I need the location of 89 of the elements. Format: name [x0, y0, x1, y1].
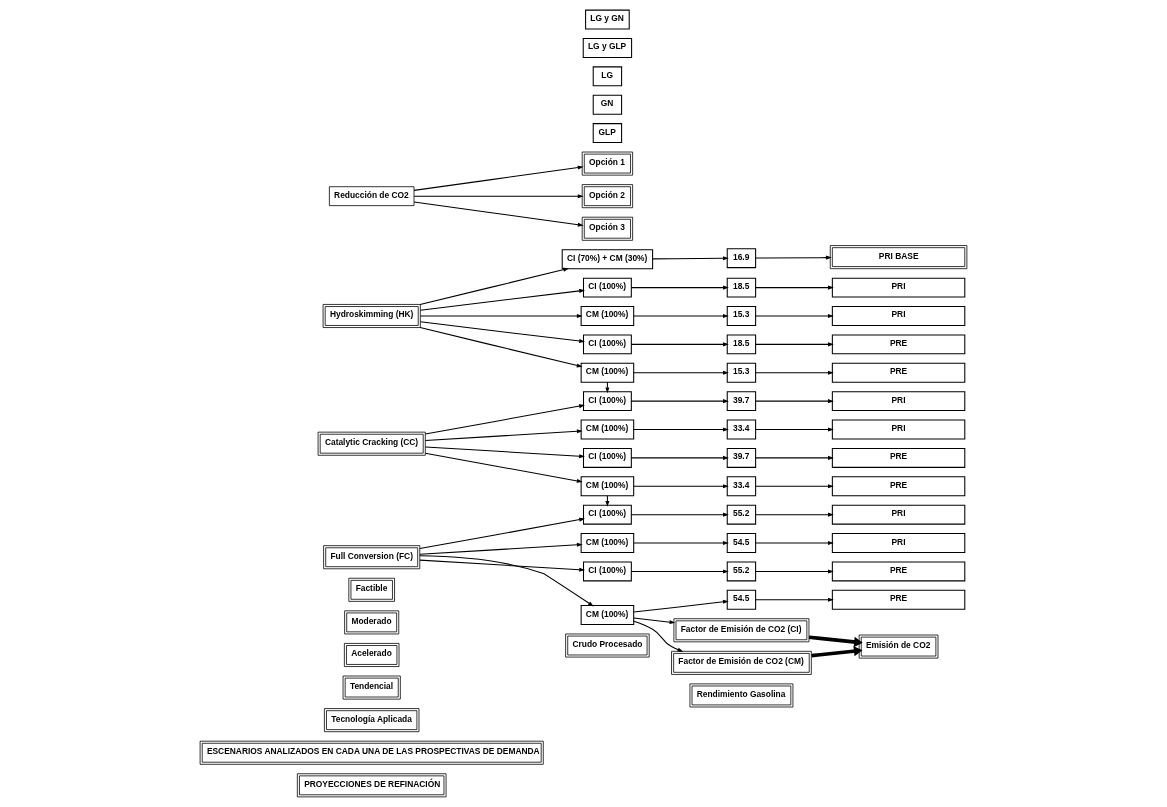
arrow [413, 194, 584, 199]
node-box: PRE [831, 334, 966, 355]
arrow [755, 569, 834, 574]
arrow [419, 267, 570, 305]
node-box: PRE [831, 476, 966, 497]
node-box: LG y GLP [582, 37, 633, 58]
arrow [424, 452, 583, 483]
arrow [633, 313, 729, 319]
node-box: GLP [592, 123, 623, 144]
node-box: PRE [831, 589, 966, 610]
arrow [755, 597, 834, 602]
arrow [413, 201, 584, 227]
arrow [633, 370, 729, 375]
node-box: 55.2 [726, 561, 757, 582]
arrow [413, 165, 584, 191]
arrow [419, 555, 594, 607]
arrow [419, 327, 583, 368]
node-box: 18.5 [726, 334, 757, 355]
arrow [755, 512, 834, 517]
node-box: Reducción de CO2 [329, 186, 415, 207]
node-box: CI (100%) [582, 391, 632, 412]
arrow [630, 569, 729, 574]
node-box: CM (100%) [580, 533, 635, 554]
node-box: PRE [831, 447, 966, 468]
node-box: LG y GN [585, 9, 630, 30]
arrow [755, 455, 834, 460]
node-box: PRI [831, 391, 966, 412]
node-box: 39.7 [726, 391, 757, 412]
arrow [633, 617, 676, 625]
arrow [755, 342, 834, 347]
arrow [755, 255, 832, 260]
arrow [424, 446, 585, 459]
node-box: 55.2 [726, 504, 757, 525]
arrow [419, 313, 583, 319]
arrow [419, 559, 586, 572]
arrow [755, 399, 834, 404]
node-box: 16.9 [726, 248, 757, 269]
arrow [652, 256, 729, 261]
node-box: CM (100%) [580, 605, 635, 626]
arrow [630, 455, 729, 460]
node-box: 39.7 [726, 447, 757, 468]
arrow [755, 285, 834, 290]
node-box: 15.3 [726, 306, 757, 326]
node-box: PRI [831, 306, 966, 326]
arrow [808, 635, 863, 648]
arrow [755, 427, 834, 432]
node-box: CI (100%) [582, 277, 632, 298]
node-box: PRI [831, 504, 966, 525]
node-box: 18.5 [726, 277, 757, 298]
node-box: PRI [831, 419, 966, 440]
node-box: 15.3 [726, 362, 757, 383]
node-box: LG [592, 66, 623, 87]
arrow [755, 541, 834, 546]
arrow [630, 342, 729, 347]
arrow [419, 542, 583, 555]
arrow [424, 404, 585, 435]
arrow [811, 646, 863, 658]
node-box: PRI [831, 533, 966, 554]
arrow [633, 541, 729, 546]
node-box: CI (100%) [582, 504, 632, 525]
arrow [633, 599, 729, 613]
node-box: CM (100%) [580, 306, 635, 326]
node-box: CI (100%) [582, 447, 632, 468]
arrow [419, 517, 585, 550]
arrow [630, 399, 729, 404]
node-box: PRE [831, 561, 966, 582]
arrow [755, 484, 834, 489]
arrow [633, 620, 684, 652]
node-box: PRI [831, 277, 966, 298]
node-box: CM (100%) [580, 362, 635, 383]
node-box: GN [592, 94, 623, 115]
node-box: PRE [831, 362, 966, 383]
node-box: CI (100%) [582, 334, 632, 355]
node-box: 33.4 [726, 476, 757, 497]
node-box: 54.5 [726, 589, 757, 610]
arrow [630, 285, 729, 290]
arrow [633, 484, 729, 489]
node-box: 54.5 [726, 533, 757, 554]
arrow [633, 427, 729, 432]
node-box: CI (100%) [582, 561, 632, 582]
arrow [424, 429, 583, 441]
arrow [419, 288, 585, 311]
node-box: 33.4 [726, 419, 757, 440]
node-box: CM (100%) [580, 476, 635, 497]
arrow [755, 370, 834, 375]
arrow [630, 512, 729, 517]
node-box: CM (100%) [580, 419, 635, 440]
arrow [419, 321, 585, 344]
arrow [755, 313, 834, 319]
